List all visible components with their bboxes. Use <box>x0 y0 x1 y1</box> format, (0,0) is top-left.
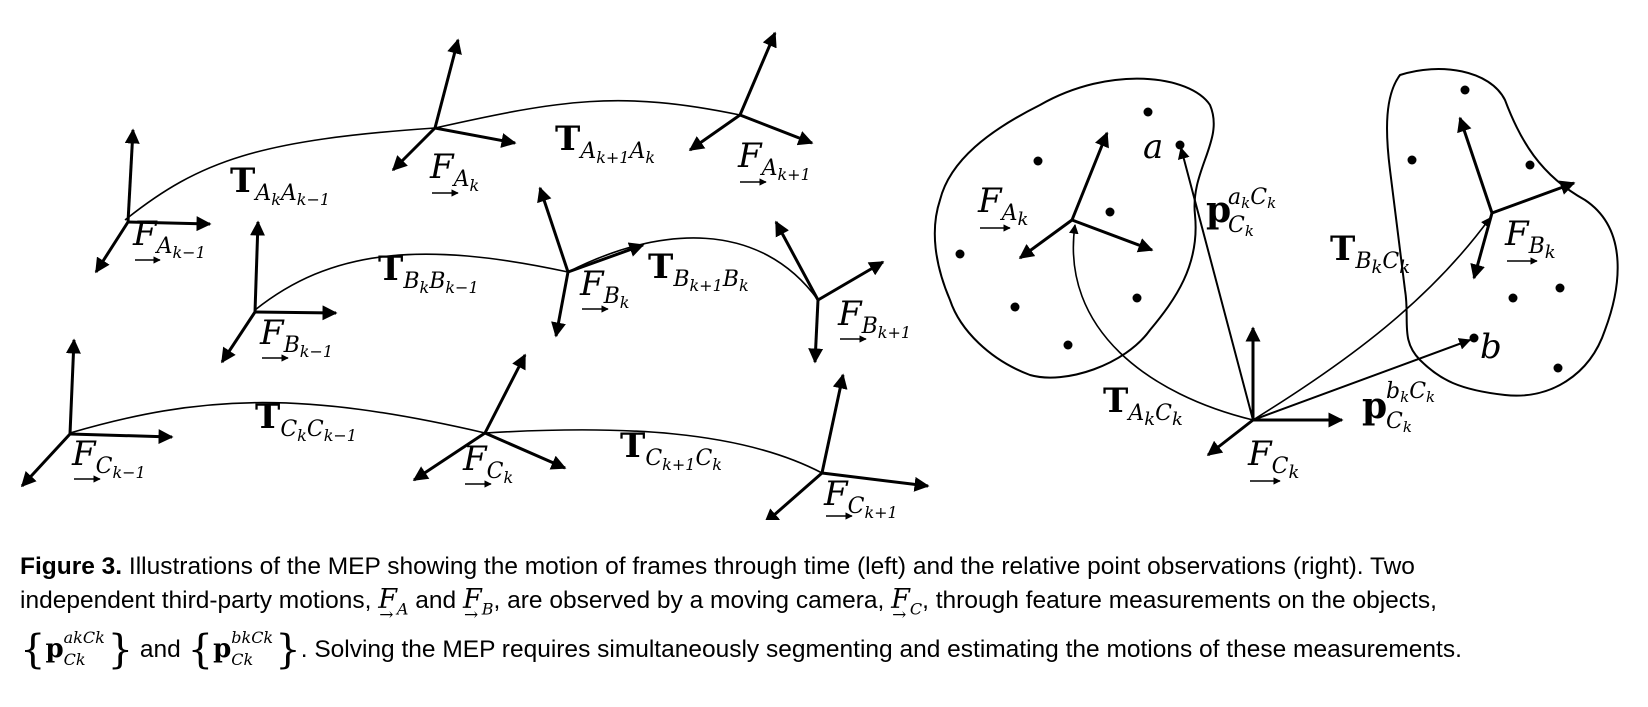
points-B <box>1407 85 1565 373</box>
label-F-Bk-right: FBk <box>1504 214 1556 265</box>
axes-A-k <box>391 38 517 172</box>
svg-text:FAk: FAk <box>977 181 1028 230</box>
caption-line-1: Figure 3. Illustrations of the MEP showi… <box>20 550 1630 583</box>
svg-text:Ck: Ck <box>1228 213 1254 240</box>
svg-text:FBk−1: FBk−1 <box>259 313 333 361</box>
label-T-BkBk-1: TBkBk−1 <box>378 249 479 297</box>
svg-text:FCk−1: FCk−1 <box>71 434 146 482</box>
axes-right-B <box>1457 116 1576 280</box>
curve-C-km1-to-k <box>69 401 486 434</box>
svg-text:FAk−1: FAk−1 <box>132 214 206 262</box>
caption-text-1: Illustrations of the MEP showing the mot… <box>128 553 1415 580</box>
right-panel: a b FAk FBk FCk TAkCk TBkCk p akCk Ck p … <box>933 68 1619 485</box>
axes-C-km1 <box>20 338 174 488</box>
curve-A-km1-to-k <box>124 127 436 221</box>
axes-C-kp1 <box>763 373 930 520</box>
arrow-p-a <box>1177 146 1254 421</box>
label-p-a: p akCk Ck <box>1206 185 1276 240</box>
curve-B-km1-to-k <box>254 253 569 311</box>
svg-text:FCk: FCk <box>1247 434 1299 483</box>
symbol-F-B: FB→ <box>463 584 494 626</box>
svg-text:FBk: FBk <box>579 264 629 312</box>
svg-text:akCk: akCk <box>1228 185 1276 212</box>
arrow-p-b <box>1252 338 1472 421</box>
axes-right-C <box>1206 326 1344 457</box>
axes-B-kp1 <box>774 220 885 364</box>
label-F-Ak: FAk <box>429 147 479 197</box>
axes-right-A <box>1018 131 1154 260</box>
svg-text:FBk: FBk <box>1504 214 1556 263</box>
axes-A-kp1 <box>688 31 814 152</box>
label-F-Ck-1: FCk−1 <box>71 434 146 483</box>
svg-text:FAk: FAk <box>429 147 479 195</box>
figure-diagram: TAkAk−1 TAk+1Ak TBkBk−1 TBk+1Bk TCkCk−1 … <box>20 31 1619 520</box>
curve-A-k-to-kp1 <box>434 99 741 129</box>
label-F-Ck-right: FCk <box>1247 434 1299 485</box>
axes-B-k <box>537 186 645 338</box>
symbol-F-A: FA→ <box>378 584 409 626</box>
axes-C-k <box>412 353 567 482</box>
symbol-F-C: FC→ <box>891 584 923 626</box>
label-T-AkCk: TAkCk <box>1103 381 1183 430</box>
point-a-dot <box>1175 140 1185 150</box>
label-point-b: b <box>1480 327 1502 367</box>
label-F-Ak-1: FAk−1 <box>132 214 206 264</box>
label-F-Ck: FCk <box>462 439 513 488</box>
svg-text:FCk: FCk <box>462 439 513 487</box>
curve-B-k-to-kp1 <box>567 237 819 301</box>
label-F-Bk+1: FBk+1 <box>837 294 911 343</box>
axes-A-km1 <box>94 128 212 274</box>
figure-caption: Figure 3. Illustrations of the MEP showi… <box>20 550 1630 674</box>
label-point-a: a <box>1143 127 1163 167</box>
object-B-boundary <box>1386 68 1619 397</box>
label-F-Bk-1: FBk−1 <box>259 313 333 362</box>
point-b-dot <box>1469 333 1479 343</box>
caption-label: Figure 3. <box>20 553 123 580</box>
caption-line-2: independent third-party motions, FA→ and… <box>20 584 1437 626</box>
label-p-b: p bkCk Ck <box>1362 379 1435 436</box>
svg-text:Ck: Ck <box>1386 409 1412 436</box>
svg-text:FBk+1: FBk+1 <box>837 294 911 342</box>
label-F-Ak+1: FAk+1 <box>737 136 811 186</box>
arrow-T-BkCk <box>1252 217 1491 421</box>
label-T-Bk+1Bk: TBk+1Bk <box>648 247 749 295</box>
left-panel: TAkAk−1 TAk+1Ak TBkBk−1 TBk+1Bk TCkCk−1 … <box>20 31 930 520</box>
svg-text:p: p <box>1206 189 1231 231</box>
label-T-AkAk-1: TAkAk−1 <box>230 161 330 209</box>
arrow-T-AkCk <box>1069 224 1254 421</box>
label-F-Ak-right: FAk <box>977 181 1028 232</box>
label-F-Bk: FBk <box>579 264 629 313</box>
svg-text:bkCk: bkCk <box>1386 379 1435 406</box>
axes-B-km1 <box>220 220 338 364</box>
object-A-boundary <box>933 77 1215 379</box>
svg-text:p: p <box>1362 385 1387 427</box>
svg-text:FAk+1: FAk+1 <box>737 136 811 184</box>
label-T-Ak+1Ak: TAk+1Ak <box>555 119 655 167</box>
curve-C-k-to-kp1 <box>484 429 823 474</box>
